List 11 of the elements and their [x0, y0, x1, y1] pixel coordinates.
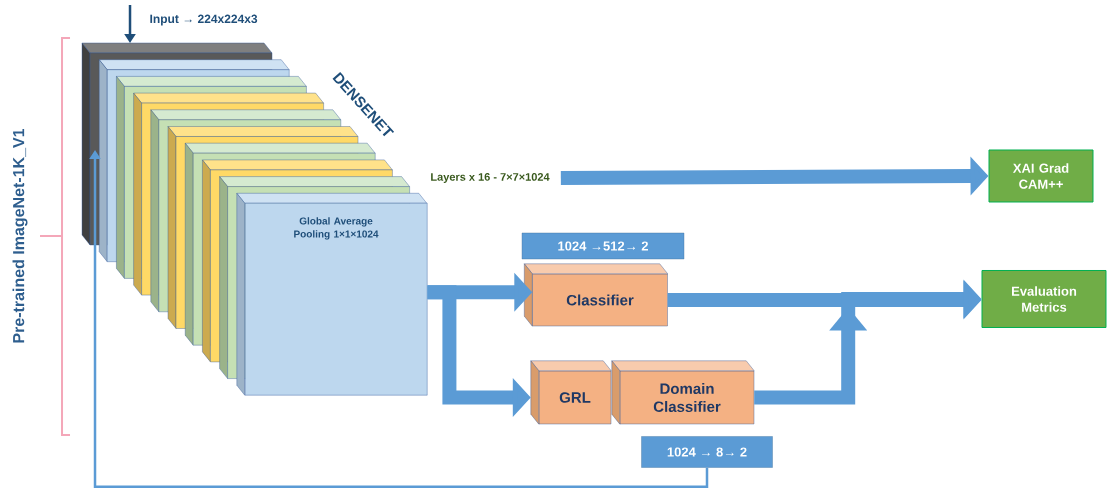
side-label: Pre-trained ImageNet-1K_V1 [12, 128, 28, 343]
layer-label: Layers x 16 - 7×7×1024 [431, 173, 550, 183]
dimension-box: 1024 →512→ 2 [521, 232, 685, 260]
layer-block: Classifier [524, 263, 668, 327]
input-label: Input → 224x224x3 [150, 14, 258, 26]
layer-block: Domain Classifier [611, 360, 755, 425]
layer-block: GRL [530, 360, 612, 425]
pooling-layer-box: Global Average Pooling 1×1×1024 [245, 203, 428, 396]
output-box: XAI Grad CAM++ [988, 149, 1094, 203]
output-box: Evaluation Metrics [981, 270, 1107, 328]
dimension-box: 1024 → 8→ 2 [641, 436, 773, 468]
